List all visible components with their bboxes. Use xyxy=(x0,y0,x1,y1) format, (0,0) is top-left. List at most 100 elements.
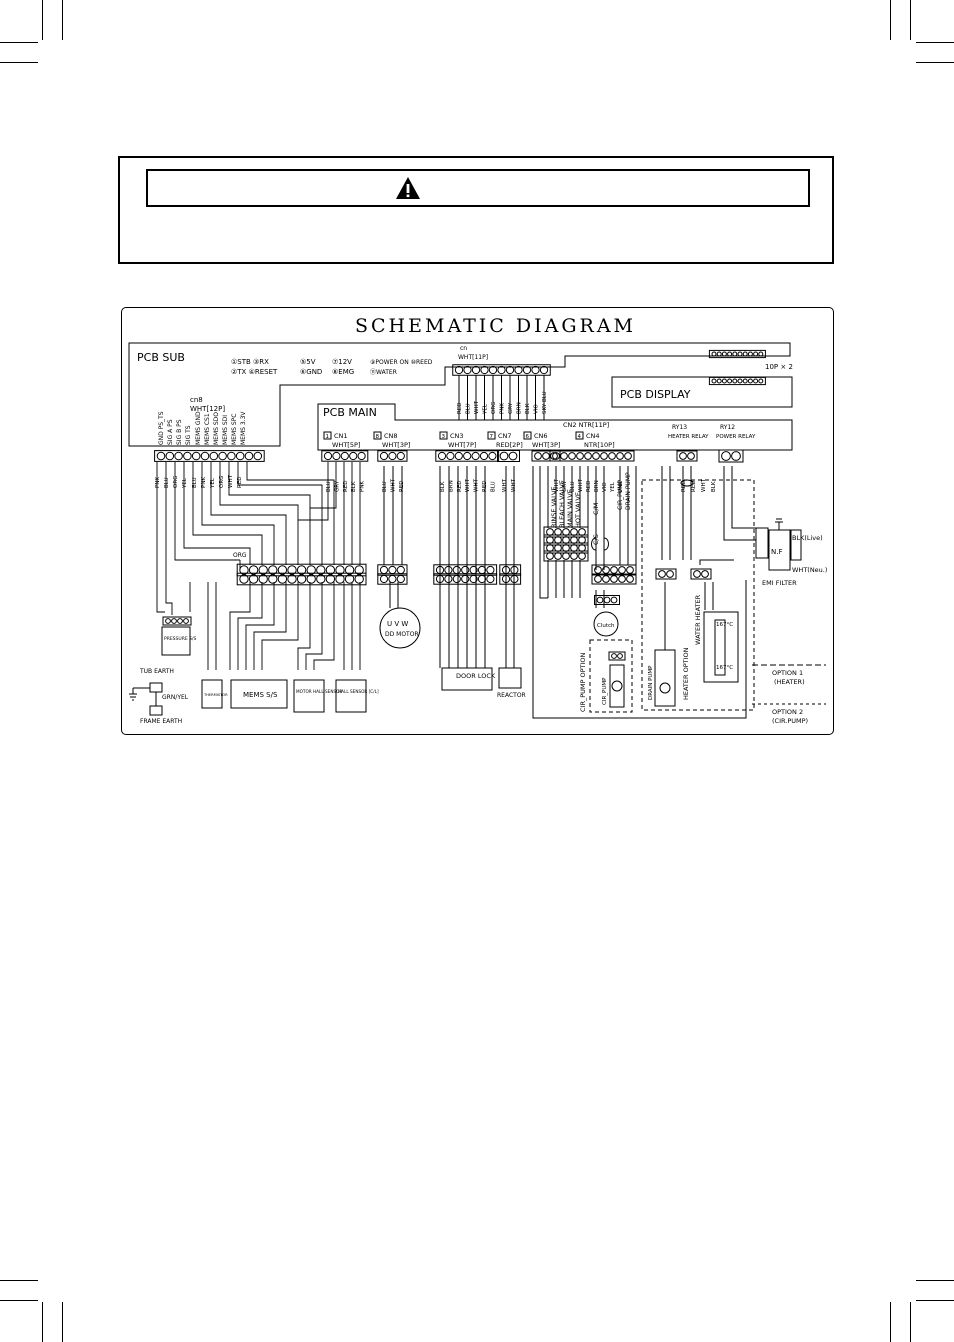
cn8-pin-label: MEMS SDO xyxy=(213,412,220,445)
cn6-pin xyxy=(550,452,558,460)
wire-label-cn3: RED xyxy=(457,480,463,492)
cn8-wire-label: BLU xyxy=(164,477,170,488)
cn7-pin-housing xyxy=(497,450,520,462)
valve-connector-pin xyxy=(618,566,626,574)
cn2-label: CN2 NTR[11P] xyxy=(563,421,609,429)
junction-pin xyxy=(335,565,345,575)
top-wire-label: ORG xyxy=(491,402,497,414)
org-label: ORG xyxy=(233,552,247,559)
cir-pump-pin xyxy=(617,653,623,659)
valve-pin xyxy=(570,552,578,560)
tub-earth-label: TUB EARTH xyxy=(139,668,174,675)
pressure-sensor-pin xyxy=(177,618,183,624)
cn8-wire-label: YEL xyxy=(210,477,216,489)
junction-pin xyxy=(354,565,364,575)
doorlock-junction-pin xyxy=(461,574,470,584)
top-wire-label: VIO xyxy=(534,404,540,414)
crop-mark xyxy=(0,1280,38,1281)
tub-earth: TUB EARTH GRN/YEL FRAME EARTH xyxy=(129,668,189,725)
display-connector-pin xyxy=(737,351,743,357)
junction-pin xyxy=(306,565,316,575)
motor-junction-pin xyxy=(379,565,389,575)
cir-pump-option: CIR_PUMP OPTION CIR_PUMP xyxy=(579,639,633,713)
top-wire-label: RED xyxy=(457,402,463,414)
cn3-pin xyxy=(488,451,497,461)
top-wire-label: WHT xyxy=(474,400,480,414)
dd-motor: U V W DD MOTOR xyxy=(379,466,421,649)
cn8-pin-label: SIG A PS xyxy=(167,419,174,445)
valve-connector-pin xyxy=(626,575,634,583)
junction-pin xyxy=(268,574,278,584)
valve-connector-pin-housing xyxy=(591,564,637,576)
cn8-wire-label: PNK xyxy=(155,477,161,488)
display-connector-pin xyxy=(747,378,753,384)
motor-junction-pin xyxy=(396,565,405,575)
neutral-label: WHT(Neu.) xyxy=(792,566,827,574)
ry13-pin xyxy=(679,452,687,460)
heater-connector-pin xyxy=(693,570,701,578)
mems-sensor: MEMS S/S xyxy=(230,679,288,709)
display-connector-pin xyxy=(732,351,738,357)
thermistor: THERMISTOR xyxy=(201,679,228,709)
hall-sensor-label: HALL SENSOR [C/L] xyxy=(338,689,379,694)
junction-pin xyxy=(258,565,268,575)
wire-label-cn3: BRN xyxy=(448,480,454,492)
wire-label-cn4: WHT xyxy=(578,478,584,492)
heater-option-label: HEATER OPTION xyxy=(682,647,690,700)
doorlock-junction-pin xyxy=(477,574,487,584)
cir-pump-option-label: CIR_PUMP OPTION xyxy=(579,652,587,712)
drain-connector-pin xyxy=(658,570,666,578)
pcb-display-label: PCB DISPLAY xyxy=(620,388,691,401)
rinse-valve-label: RINSE VALVE xyxy=(550,486,558,528)
cn8-pin xyxy=(227,451,236,461)
connector-number-box xyxy=(323,431,332,440)
relay-ry13-id: RY13 xyxy=(672,424,687,431)
reactor: REACTOR xyxy=(497,466,526,699)
emi-filter: N.F BLK(Live) WHT(Neu.) EMI FILTER xyxy=(699,466,827,587)
hall-sensor: HALL SENSOR [C/L] xyxy=(335,679,379,713)
clutch-pin xyxy=(603,596,611,604)
connector-number: 7 xyxy=(490,434,494,440)
cn3-pin xyxy=(454,451,463,461)
frame-earth-label: FRAME EARTH xyxy=(140,718,182,725)
pressure-sensor-pin xyxy=(171,618,177,624)
cn8-pin-housing xyxy=(154,450,265,462)
connector-type: WHT[7P] xyxy=(448,441,476,449)
connector-type: RED[2P] xyxy=(496,441,523,449)
display-connector-pin xyxy=(747,351,753,357)
display-connector-pin-housing xyxy=(708,349,766,359)
wire-label-cn4: YEL xyxy=(610,481,616,493)
top-connector-type: WHT[11P] xyxy=(458,354,488,361)
motor-junction-pin-housing xyxy=(377,573,408,585)
cn4-pin xyxy=(568,452,576,460)
pressure-sensor-pin-housing xyxy=(162,616,192,626)
cn8-pin-label: GND PS_TS xyxy=(158,411,165,445)
connector-name: CN6 xyxy=(534,432,548,440)
cn4-pin xyxy=(584,452,592,460)
cn8-pin-label: SIG TS xyxy=(185,425,192,445)
valve-pin xyxy=(546,552,554,560)
temp-2-label: 167°C xyxy=(716,665,733,671)
legend-emg: ⑧EMG xyxy=(332,368,354,376)
warning-triangle-icon xyxy=(396,177,420,199)
ry12-pin xyxy=(721,451,731,461)
drain-connector-pin xyxy=(666,570,674,578)
cir-pump-pin-housing xyxy=(608,651,626,661)
crop-mark xyxy=(0,1300,38,1301)
valves: RINSE VALVE BLEACH VALVE MAIN VALVE HOT … xyxy=(539,466,589,599)
cn8-pin xyxy=(183,451,192,461)
junction-pin xyxy=(325,565,336,575)
valve-pin xyxy=(546,544,554,552)
display-connector-pin xyxy=(727,351,733,357)
reactor-label: REACTOR xyxy=(497,692,526,699)
temp-1-label: 167°C xyxy=(716,622,733,628)
drain-connector-pin-housing xyxy=(655,568,677,580)
valve-connector-pin xyxy=(602,566,610,574)
display-connector-pin xyxy=(716,351,722,357)
legend-stb-rx: ①STB ③RX xyxy=(231,358,269,366)
display-connector-pin xyxy=(742,378,748,384)
display-connector-pin xyxy=(742,351,748,357)
display-connector-note: 10P × 2 xyxy=(765,363,793,371)
top-connector-pin xyxy=(497,365,506,375)
